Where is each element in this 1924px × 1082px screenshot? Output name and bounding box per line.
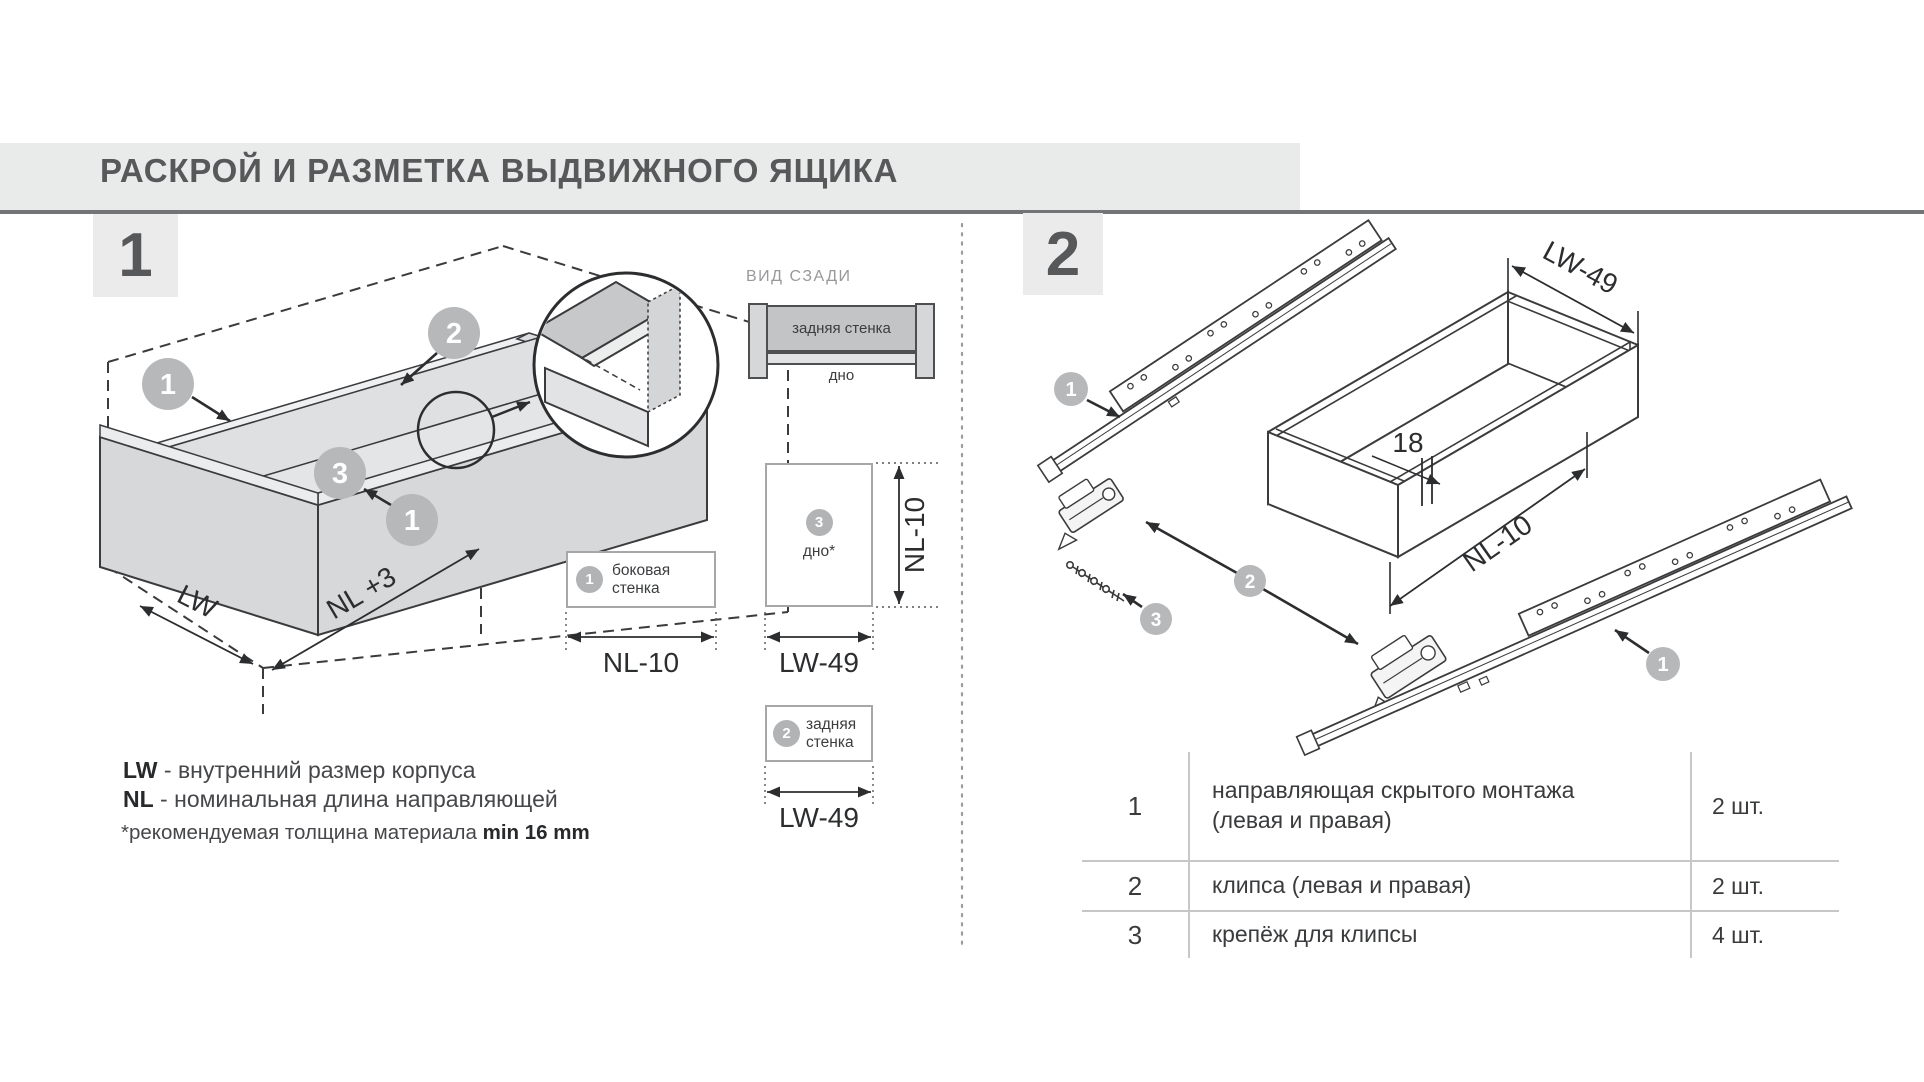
title-band [0, 143, 1300, 210]
badge-3: 3 [1122, 592, 1172, 635]
rear-view-back-wall: задняя стенка [766, 305, 917, 352]
row-quantity: 2 шт. [1712, 872, 1765, 899]
table-row: 3 крепёж для клипсы 4 шт. [1082, 910, 1839, 958]
badge-1-top: 1 [1054, 372, 1121, 419]
part-box-back-wall: 2 задняя стенка [765, 705, 873, 762]
dim-back-wall: LW-49 [764, 766, 874, 833]
svg-text:NL-10: NL-10 [899, 497, 930, 573]
svg-text:2: 2 [1245, 572, 1256, 593]
row-quantity: 2 шт. [1712, 792, 1765, 819]
badge-2: 2 [1145, 520, 1359, 646]
dim-18: 18 [1371, 427, 1441, 506]
svg-text:1: 1 [404, 505, 420, 537]
rear-view-right-side [915, 303, 935, 379]
magnifier-detail-circle [532, 271, 720, 459]
svg-text:3: 3 [332, 458, 348, 490]
row-description: крепёж для клипсы [1190, 912, 1692, 958]
svg-text:18: 18 [1392, 427, 1423, 458]
svg-text:LW-49: LW-49 [779, 647, 859, 678]
page-title: РАСКРОЙ И РАЗМЕТКА ВЫДВИЖНОГО ЯЩИКА [100, 152, 899, 189]
part-box-bottom: 3 дно* [765, 463, 873, 607]
detail-source-circle [416, 390, 496, 470]
callout-3: 3 [314, 447, 366, 499]
part-badge-1: 1 [576, 566, 603, 593]
part-box-side-wall: 1 боковая стенка [566, 551, 716, 608]
section-2-number: 2 [1023, 213, 1103, 295]
clip-left [1057, 478, 1124, 551]
title-rule [0, 210, 1924, 214]
material-footnote: *рекомендуемая толщина материала min 16 … [121, 821, 590, 844]
slide-rail-right [1295, 478, 1853, 757]
screws [1066, 560, 1125, 602]
row-quantity: 4 шт. [1712, 921, 1765, 948]
svg-text:1: 1 [160, 369, 176, 401]
rear-view-left-side [748, 303, 768, 379]
parts-table: 1 направляющая скрытого монтажа (левая и… [1082, 752, 1839, 958]
callout-1-top: 1 [142, 358, 231, 423]
part-label-bottom: дно* [802, 543, 836, 561]
svg-text:3: 3 [1151, 610, 1162, 631]
row-description: направляющая скрытого монтажа (левая и п… [1190, 752, 1692, 860]
svg-text:1: 1 [1657, 654, 1668, 676]
row-number: 1 [1082, 752, 1190, 860]
legend-nl: NL - номинальная длина направляющей [123, 786, 558, 813]
svg-text:NL-10: NL-10 [1457, 509, 1537, 578]
badge-1-bottom: 1 [1614, 628, 1680, 681]
row-number: 3 [1082, 912, 1190, 958]
table-row: 1 направляющая скрытого монтажа (левая и… [1082, 752, 1839, 860]
part-badge-3: 3 [805, 509, 833, 537]
row-description: клипса (левая и правая) [1190, 862, 1692, 910]
rear-view-bottom-label: дно [828, 367, 855, 384]
svg-text:LW-49: LW-49 [1538, 235, 1623, 300]
section-1-number: 1 [93, 214, 178, 297]
legend-lw: LW - внутренний размер корпуса [123, 757, 476, 783]
part-badge-2: 2 [773, 720, 800, 747]
drawer-box-section2 [1267, 290, 1639, 559]
svg-text:1: 1 [1065, 379, 1076, 401]
rear-view-bottom-strip [766, 352, 917, 365]
rear-view-title: ВИД СЗАДИ [746, 268, 852, 285]
callout-1-bottom: 1 [363, 487, 438, 546]
legend: LW - внутренний размер корпуса NL - номи… [123, 756, 558, 815]
table-row: 2 клипса (левая и правая) 2 шт. [1082, 860, 1839, 910]
detail-link-arrow [491, 400, 531, 419]
svg-text:LW-49: LW-49 [779, 802, 859, 833]
svg-text:NL-10: NL-10 [603, 647, 679, 678]
dim-side-wall: NL-10 [565, 612, 717, 678]
slide-rail-left [1036, 219, 1398, 484]
callout-2: 2 [400, 307, 480, 386]
svg-text:2: 2 [446, 318, 462, 350]
row-number: 2 [1082, 862, 1190, 910]
dim-bottom-panel: NL-10 LW-49 [764, 462, 938, 678]
